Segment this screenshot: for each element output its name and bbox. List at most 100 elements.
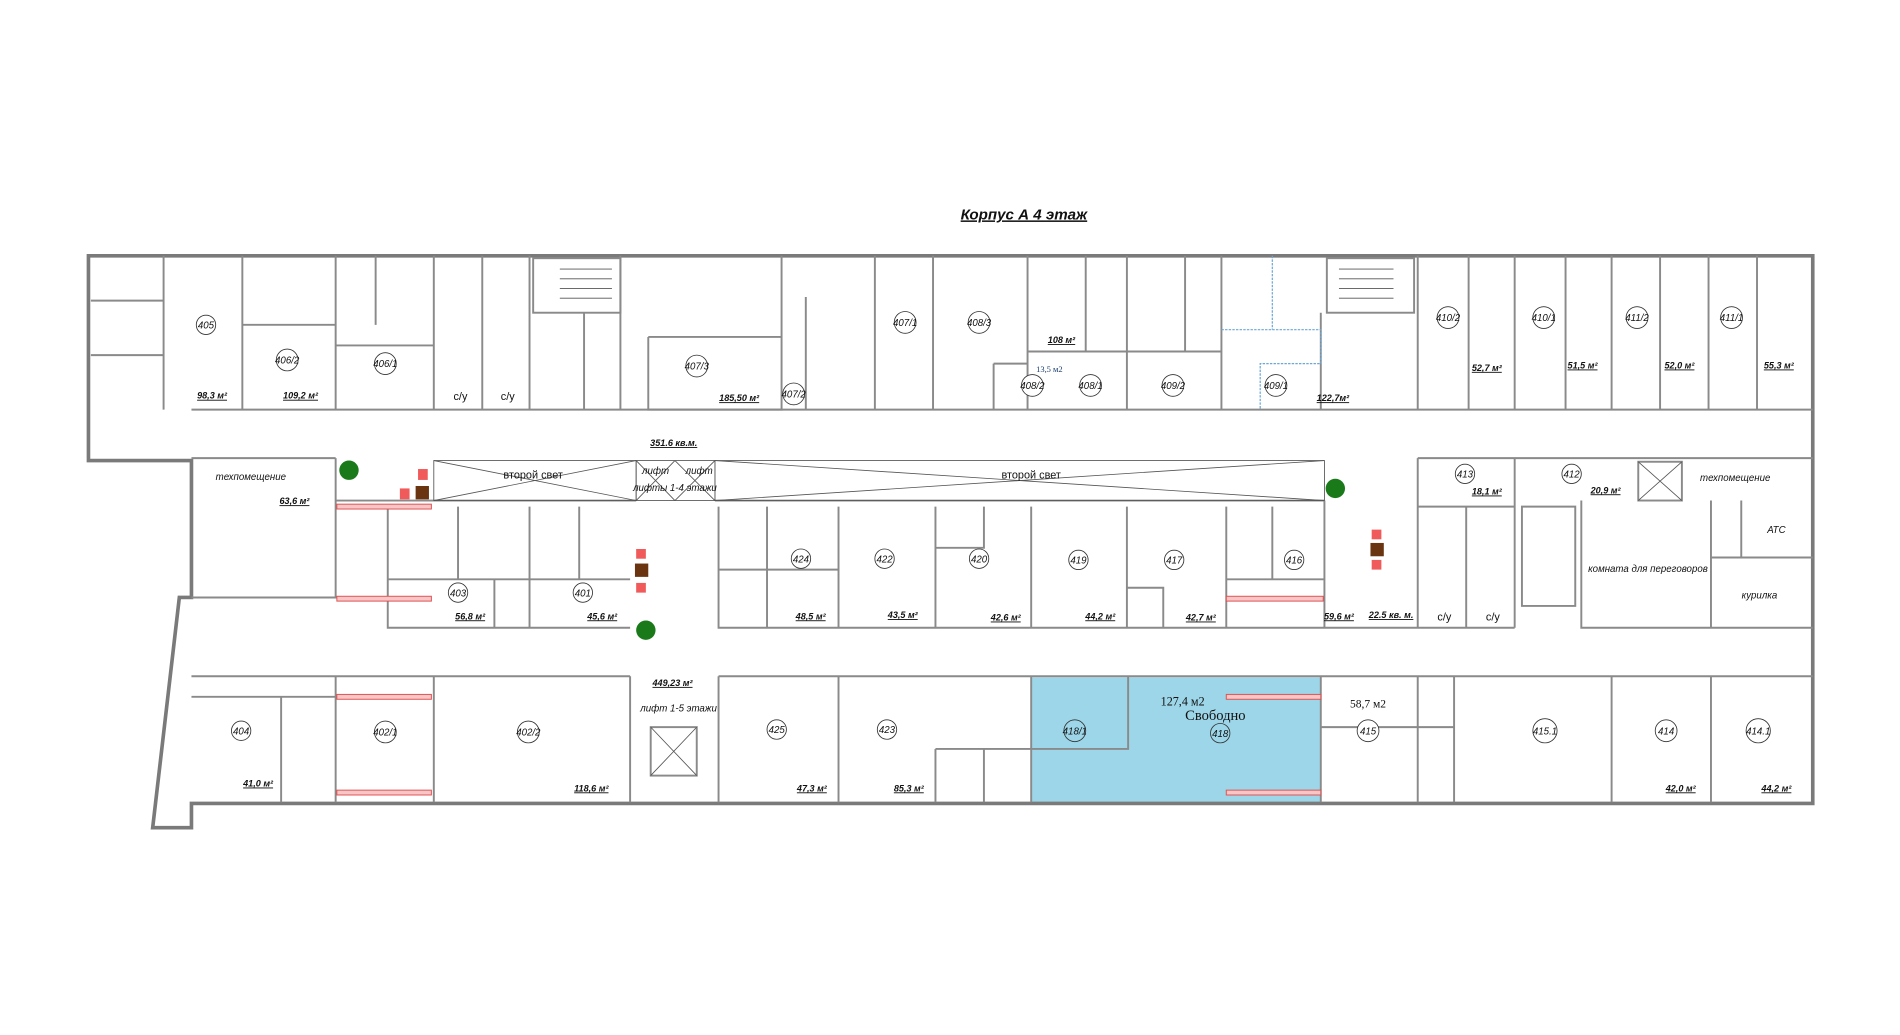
room-407-3[interactable]: 407/3 185,50 м² xyxy=(685,354,761,403)
table-icon xyxy=(634,563,649,577)
room-number: 415.1 xyxy=(1533,726,1557,737)
room-area: 85,3 м² xyxy=(894,783,925,793)
room-406-1[interactable]: 406/1 xyxy=(373,352,397,375)
room-area: 51,5 м² xyxy=(1568,360,1599,370)
room-number: 409/2 xyxy=(1161,381,1186,392)
room-402-1[interactable]: 402/1 xyxy=(373,720,397,744)
room-number: 410/2 xyxy=(1436,313,1461,324)
wc-label: с/у xyxy=(453,391,467,403)
room-number: 419 xyxy=(1070,556,1087,567)
room-area: 52,7 м² xyxy=(1472,363,1503,373)
armchair-icon xyxy=(1371,529,1382,540)
room-number: 408/1 xyxy=(1078,381,1102,392)
lift-label: лифт xyxy=(685,466,713,477)
second-light-label: второй свет xyxy=(1001,470,1060,482)
smoking-room-label: курилка xyxy=(1742,591,1778,602)
room-424[interactable]: 424 48,5 м² xyxy=(790,548,827,621)
room-number: 413 xyxy=(1457,470,1474,481)
room-410-2[interactable]: 410/2 52,7 м² xyxy=(1436,306,1503,373)
room-407-1[interactable]: 407/1 xyxy=(893,311,917,334)
lower-partitions xyxy=(649,676,1455,803)
room-407-2[interactable]: 407/2 xyxy=(782,382,807,406)
room-406-2[interactable]: 406/2 109,2 м² xyxy=(275,348,319,401)
armchair-icon xyxy=(636,582,646,593)
tech-room-label: техпомещение xyxy=(1700,473,1771,484)
room-area: 127,4 м2 xyxy=(1161,694,1205,708)
room-area: 44,2 м² xyxy=(1084,611,1116,621)
room-number: 404 xyxy=(233,726,250,737)
lift-label: лифт 1-5 этажи xyxy=(639,703,717,714)
room-419[interactable]: 419 44,2 м² xyxy=(1068,549,1116,621)
room-area: 13,5 м2 xyxy=(1036,364,1063,374)
table-icon xyxy=(1370,542,1384,557)
lifts-label: лифты 1-4 этажи xyxy=(632,483,717,494)
room-415-1[interactable]: 415.1 xyxy=(1532,718,1558,744)
room-area: 109,2 м² xyxy=(283,391,319,401)
decor xyxy=(339,460,1384,640)
room-number: 414.1 xyxy=(1746,726,1770,737)
tech-room-area: 63,6 м² xyxy=(279,496,310,506)
room-408-2[interactable]: 408/2 13,5 м2 xyxy=(1020,364,1063,397)
room-area: 48,5 м² xyxy=(795,611,827,621)
wc-label: с/у xyxy=(501,391,515,403)
armchair-icon xyxy=(636,549,646,559)
room-411-2[interactable]: 411/252,0 м² xyxy=(1625,306,1695,371)
wc-label: с/у xyxy=(1437,611,1451,623)
room-418[interactable]: 127,4 м2 Свободно 418 xyxy=(1161,694,1246,744)
room-number: 407/3 xyxy=(685,362,710,373)
room-area: 42,0 м² xyxy=(1665,783,1697,793)
room-410-1[interactable]: 410/151,5 м² xyxy=(1532,306,1599,371)
meeting-room-label: комната для переговоров xyxy=(1588,564,1708,575)
outer-walls xyxy=(86,253,1815,830)
room-412[interactable]: 412 20,9 м² xyxy=(1561,463,1622,495)
room-area: 20,9 м² xyxy=(1590,485,1622,495)
room-number: 415 xyxy=(1360,726,1377,737)
room-number: 425 xyxy=(769,725,786,736)
room-number: 406/1 xyxy=(373,359,397,370)
room-number: 402/1 xyxy=(373,728,397,739)
corridor-area: 449,23 м² xyxy=(651,678,693,688)
room-number: 406/2 xyxy=(275,356,300,367)
atc-label: АТС xyxy=(1766,525,1786,536)
room-413[interactable]: 413 18,1 м² xyxy=(1454,463,1503,496)
room-418-1[interactable]: 418/1 xyxy=(1063,719,1087,743)
room-number: 418 xyxy=(1212,729,1229,740)
room-number: 424 xyxy=(793,554,810,565)
room-number: 411/2 xyxy=(1625,313,1649,324)
room-area: 44,2 м² xyxy=(1760,783,1792,793)
lift-label: лифт xyxy=(641,466,669,477)
middle-partitions xyxy=(387,460,1813,628)
room-area: 18,1 м² xyxy=(1472,486,1503,496)
room-number: 412 xyxy=(1564,470,1581,481)
armchair-icon xyxy=(418,469,428,480)
room-414-1[interactable]: 414.1 44,2 м² xyxy=(1745,718,1792,794)
room-409-2[interactable]: 409/2 xyxy=(1161,374,1186,397)
room-area: 185,50 м² xyxy=(719,393,760,403)
room-411-1[interactable]: 411/155,3 м² xyxy=(1720,306,1795,371)
room-number: 409/1 xyxy=(1264,381,1288,392)
room-number: 407/2 xyxy=(782,390,807,401)
floor-title: Корпус А 4 этаж xyxy=(961,206,1088,223)
room-number: 420 xyxy=(971,554,988,565)
room-area: 45,6 м² xyxy=(586,611,618,621)
room-408-1[interactable]: 408/1 xyxy=(1078,374,1103,397)
room-area: 118,6 м² xyxy=(574,783,609,793)
tech-room-label: техпомещение xyxy=(216,472,287,483)
room-number: 408/2 xyxy=(1020,381,1045,392)
